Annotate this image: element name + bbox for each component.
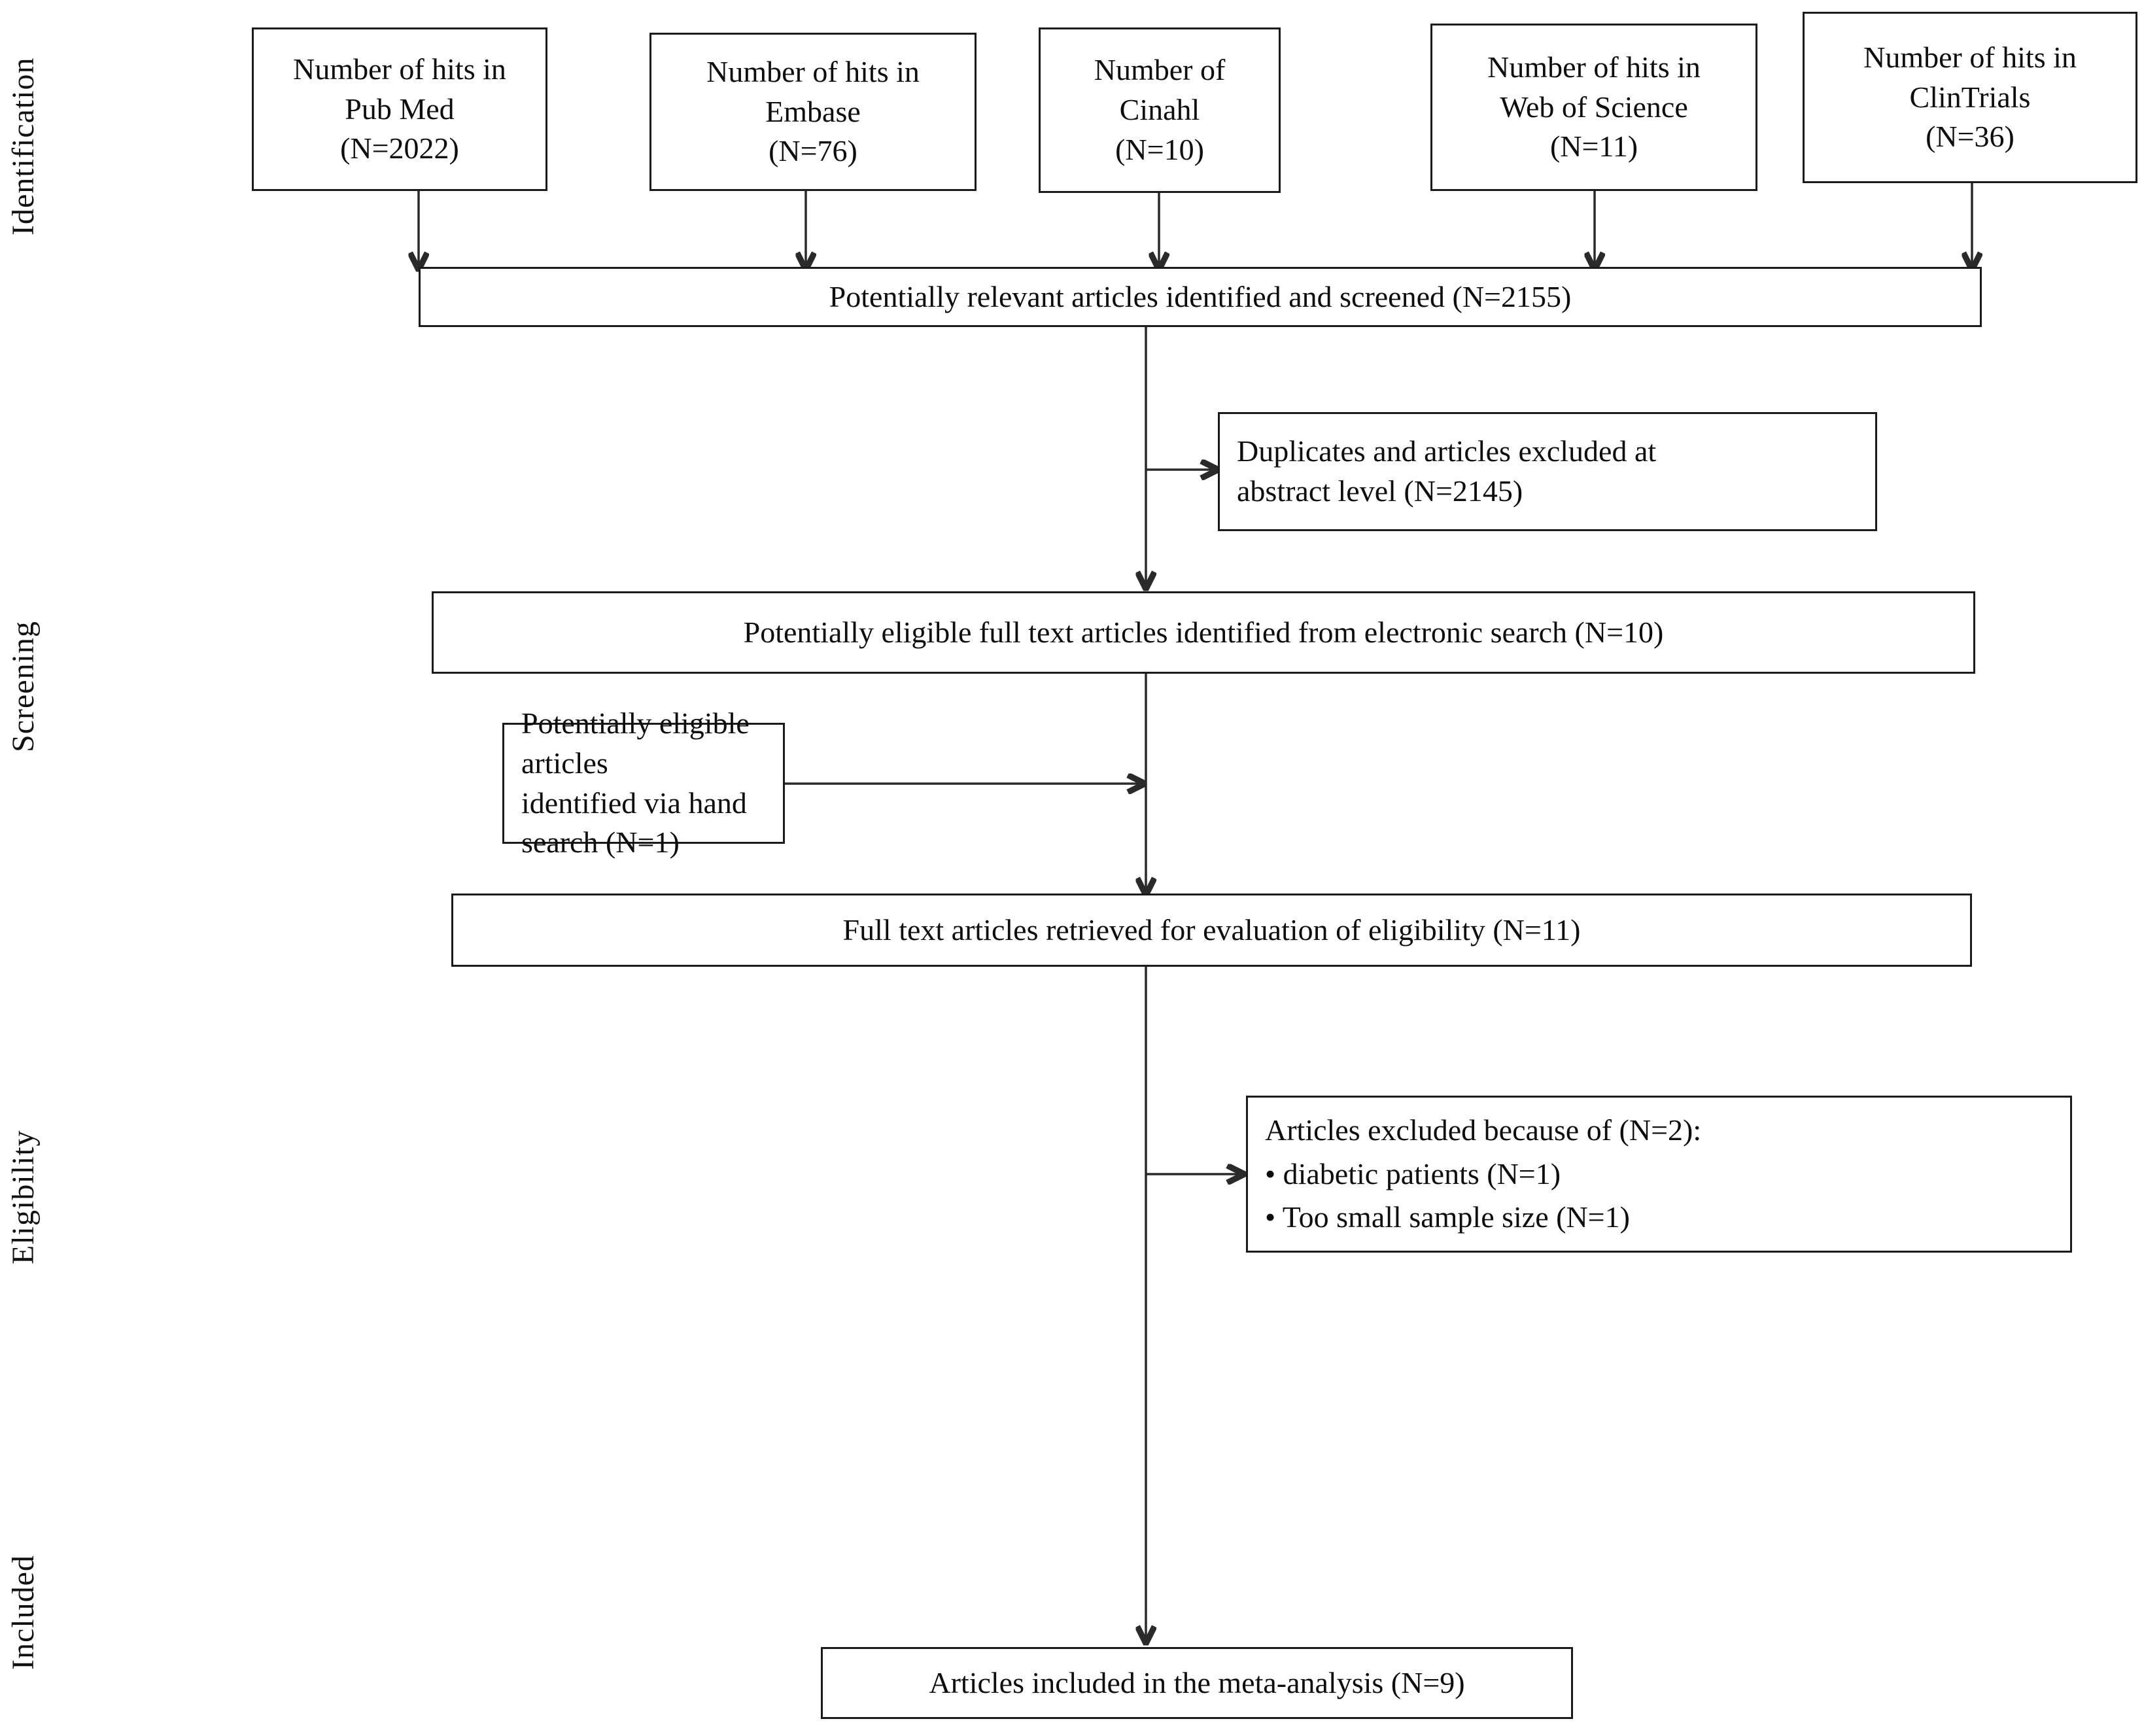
hand-search-line-1: Potentially eligible articles [521,706,750,780]
source-line-2: Cinahl [1119,93,1200,127]
excluded-eligibility-item: • Too small sample size (N=1) [1265,1200,1630,1234]
screened-articles-text: Potentially relevant articles identified… [829,279,1572,313]
stage-label-screening: Screening [6,621,41,753]
excluded-eligibility-heading: Articles excluded because of (N=2): [1265,1113,1702,1147]
retrieved-full-text-text: Full text articles retrieved for evaluat… [842,912,1581,946]
source-box-pubmed[interactable]: Number of hits in Pub Med (N=2022) [252,27,547,191]
source-box-cinahl-text: Number of Cinahl (N=10) [1085,50,1235,169]
excluded-abstract-text: Duplicates and articles excluded at abst… [1220,432,1665,511]
source-box-embase-text: Number of hits in Embase (N=76) [697,52,929,171]
source-line-3: (N=11) [1549,130,1638,164]
hand-search-box[interactable]: Potentially eligible articles identified… [502,706,785,859]
source-line-1: Number of hits in [706,54,920,88]
source-line-2: Web of Science [1500,90,1688,124]
source-box-clintrials-text: Number of hits in ClinTrials (N=36) [1854,38,2086,157]
source-line-3: (N=2022) [340,131,459,165]
screened-articles-box[interactable]: Potentially relevant articles identified… [419,267,1982,327]
source-line-3: (N=76) [769,134,857,168]
source-line-1: Number of hits in [293,52,506,86]
excluded-eligibility-item: • diabetic patients (N=1) [1265,1156,1561,1190]
stage-label-included: Included [6,1555,41,1670]
stage-label-identification: Identification [6,57,41,236]
source-line-1: Number of hits in [1863,40,2077,74]
source-line-3: (N=36) [1926,120,2014,154]
included-final-box[interactable]: Articles included in the meta-analysis (… [821,1647,1573,1719]
source-box-clintrials[interactable]: Number of hits in ClinTrials (N=36) [1803,12,2137,183]
source-line-2: Embase [765,94,861,128]
hand-search-line-2: identified via hand search (N=1) [521,786,747,859]
source-line-2: ClinTrials [1909,80,2031,114]
excluded-eligibility-box[interactable]: Articles excluded because of (N=2): • di… [1246,1096,2072,1253]
excluded-eligibility-text: Articles excluded because of (N=2): • di… [1248,1109,1710,1240]
source-box-pubmed-text: Number of hits in Pub Med (N=2022) [284,50,515,169]
eligible-electronic-search-text: Potentially eligible full text articles … [743,615,1664,649]
source-line-1: Number of [1094,53,1226,87]
eligible-electronic-search-box[interactable]: Potentially eligible full text articles … [432,591,1975,674]
source-line-3: (N=10) [1115,132,1204,166]
stage-label-eligibility: Eligibility [6,1130,41,1264]
excluded-abstract-line-1: Duplicates and articles excluded at [1237,434,1657,468]
hand-search-text: Potentially eligible articles identified… [504,704,783,863]
source-box-web-of-science[interactable]: Number of hits in Web of Science (N=11) [1430,24,1757,191]
excluded-abstract-box[interactable]: Duplicates and articles excluded at abst… [1218,412,1877,531]
excluded-abstract-line-2: abstract level (N=2145) [1237,474,1523,508]
source-box-web-of-science-text: Number of hits in Web of Science (N=11) [1478,48,1710,167]
source-box-embase[interactable]: Number of hits in Embase (N=76) [649,33,977,191]
source-line-1: Number of hits in [1487,50,1701,84]
included-final-text: Articles included in the meta-analysis (… [929,1665,1465,1699]
source-box-cinahl[interactable]: Number of Cinahl (N=10) [1039,27,1281,193]
source-line-2: Pub Med [345,92,455,126]
retrieved-full-text-box[interactable]: Full text articles retrieved for evaluat… [451,894,1972,967]
